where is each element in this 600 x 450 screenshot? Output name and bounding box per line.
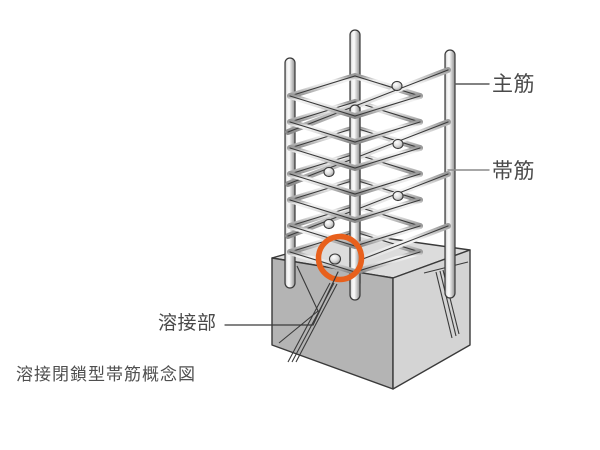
weld-node (323, 166, 335, 178)
label-hoop-rebar: 帯筋 (492, 159, 535, 183)
main-rebar-front (349, 104, 361, 301)
figure-caption: 溶接閉鎖型帯筋概念図 (16, 365, 196, 385)
label-weld-point: 溶接部 (158, 312, 217, 334)
block-surface-creases (278, 265, 319, 344)
weld-node (391, 80, 403, 92)
leader-lines (224, 83, 490, 326)
weld-node (323, 218, 335, 230)
label-main-rebar: 主筋 (492, 72, 535, 96)
weld-node-highlighted (328, 253, 342, 265)
diagonal-tie-bars (285, 67, 451, 262)
weld-node (392, 138, 404, 150)
weld-nodes (323, 80, 404, 265)
leader-weld-point (224, 271, 339, 326)
weld-highlight-circle (315, 233, 365, 283)
weld-node (392, 190, 404, 202)
